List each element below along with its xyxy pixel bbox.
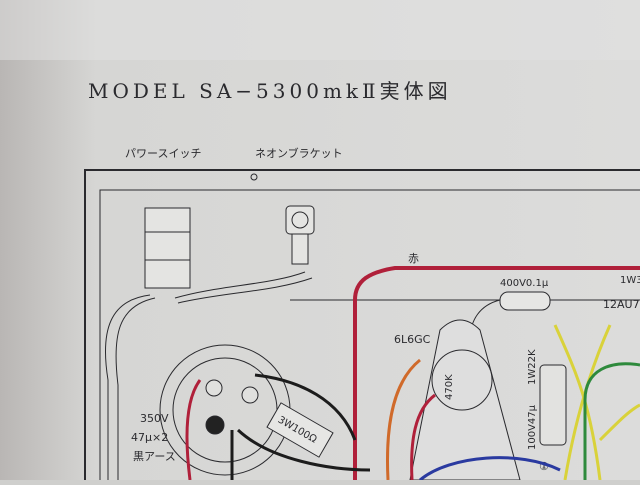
label-marker-1: ①	[539, 460, 549, 473]
label-neon-bracket: ネオンブラケット	[255, 146, 343, 160]
label-ground-note: 黒アース	[133, 450, 176, 463]
label-12au7: 12AU7	[603, 298, 640, 311]
electrolytic-capacitor	[539, 364, 567, 446]
mounting-hole	[250, 173, 258, 181]
label-100v47u: 100V47μ	[527, 404, 538, 450]
label-1w22k: 1W22K	[527, 349, 538, 385]
tube-socket-6l6gc	[409, 319, 521, 481]
label-power-switch: パワースイッチ	[125, 147, 201, 160]
switch-wires	[105, 271, 313, 480]
label-cap-value: 47μ×2	[131, 431, 168, 444]
socket-ring	[431, 349, 493, 411]
page-title: MODEL SA−5300mkⅡ実体図	[88, 79, 452, 103]
neon-bracket-component	[285, 205, 315, 265]
label-6l6gc: 6L6GC	[394, 333, 431, 346]
chassis-outline	[84, 169, 640, 480]
label-resistor-top-right: 1W36	[620, 275, 640, 286]
label-red-wire: 赤	[408, 252, 419, 265]
socket-wires	[185, 373, 371, 481]
capacitor-0-1u	[499, 291, 551, 311]
colored-wires	[386, 324, 640, 482]
label-capacitor-top: 400V0.1μ	[500, 278, 549, 289]
label-cap-voltage: 350V	[140, 412, 169, 425]
label-470k: 470K	[444, 374, 455, 400]
tube-socket-left	[159, 344, 291, 476]
power-switch-component	[144, 207, 191, 289]
red-wire	[353, 266, 640, 480]
